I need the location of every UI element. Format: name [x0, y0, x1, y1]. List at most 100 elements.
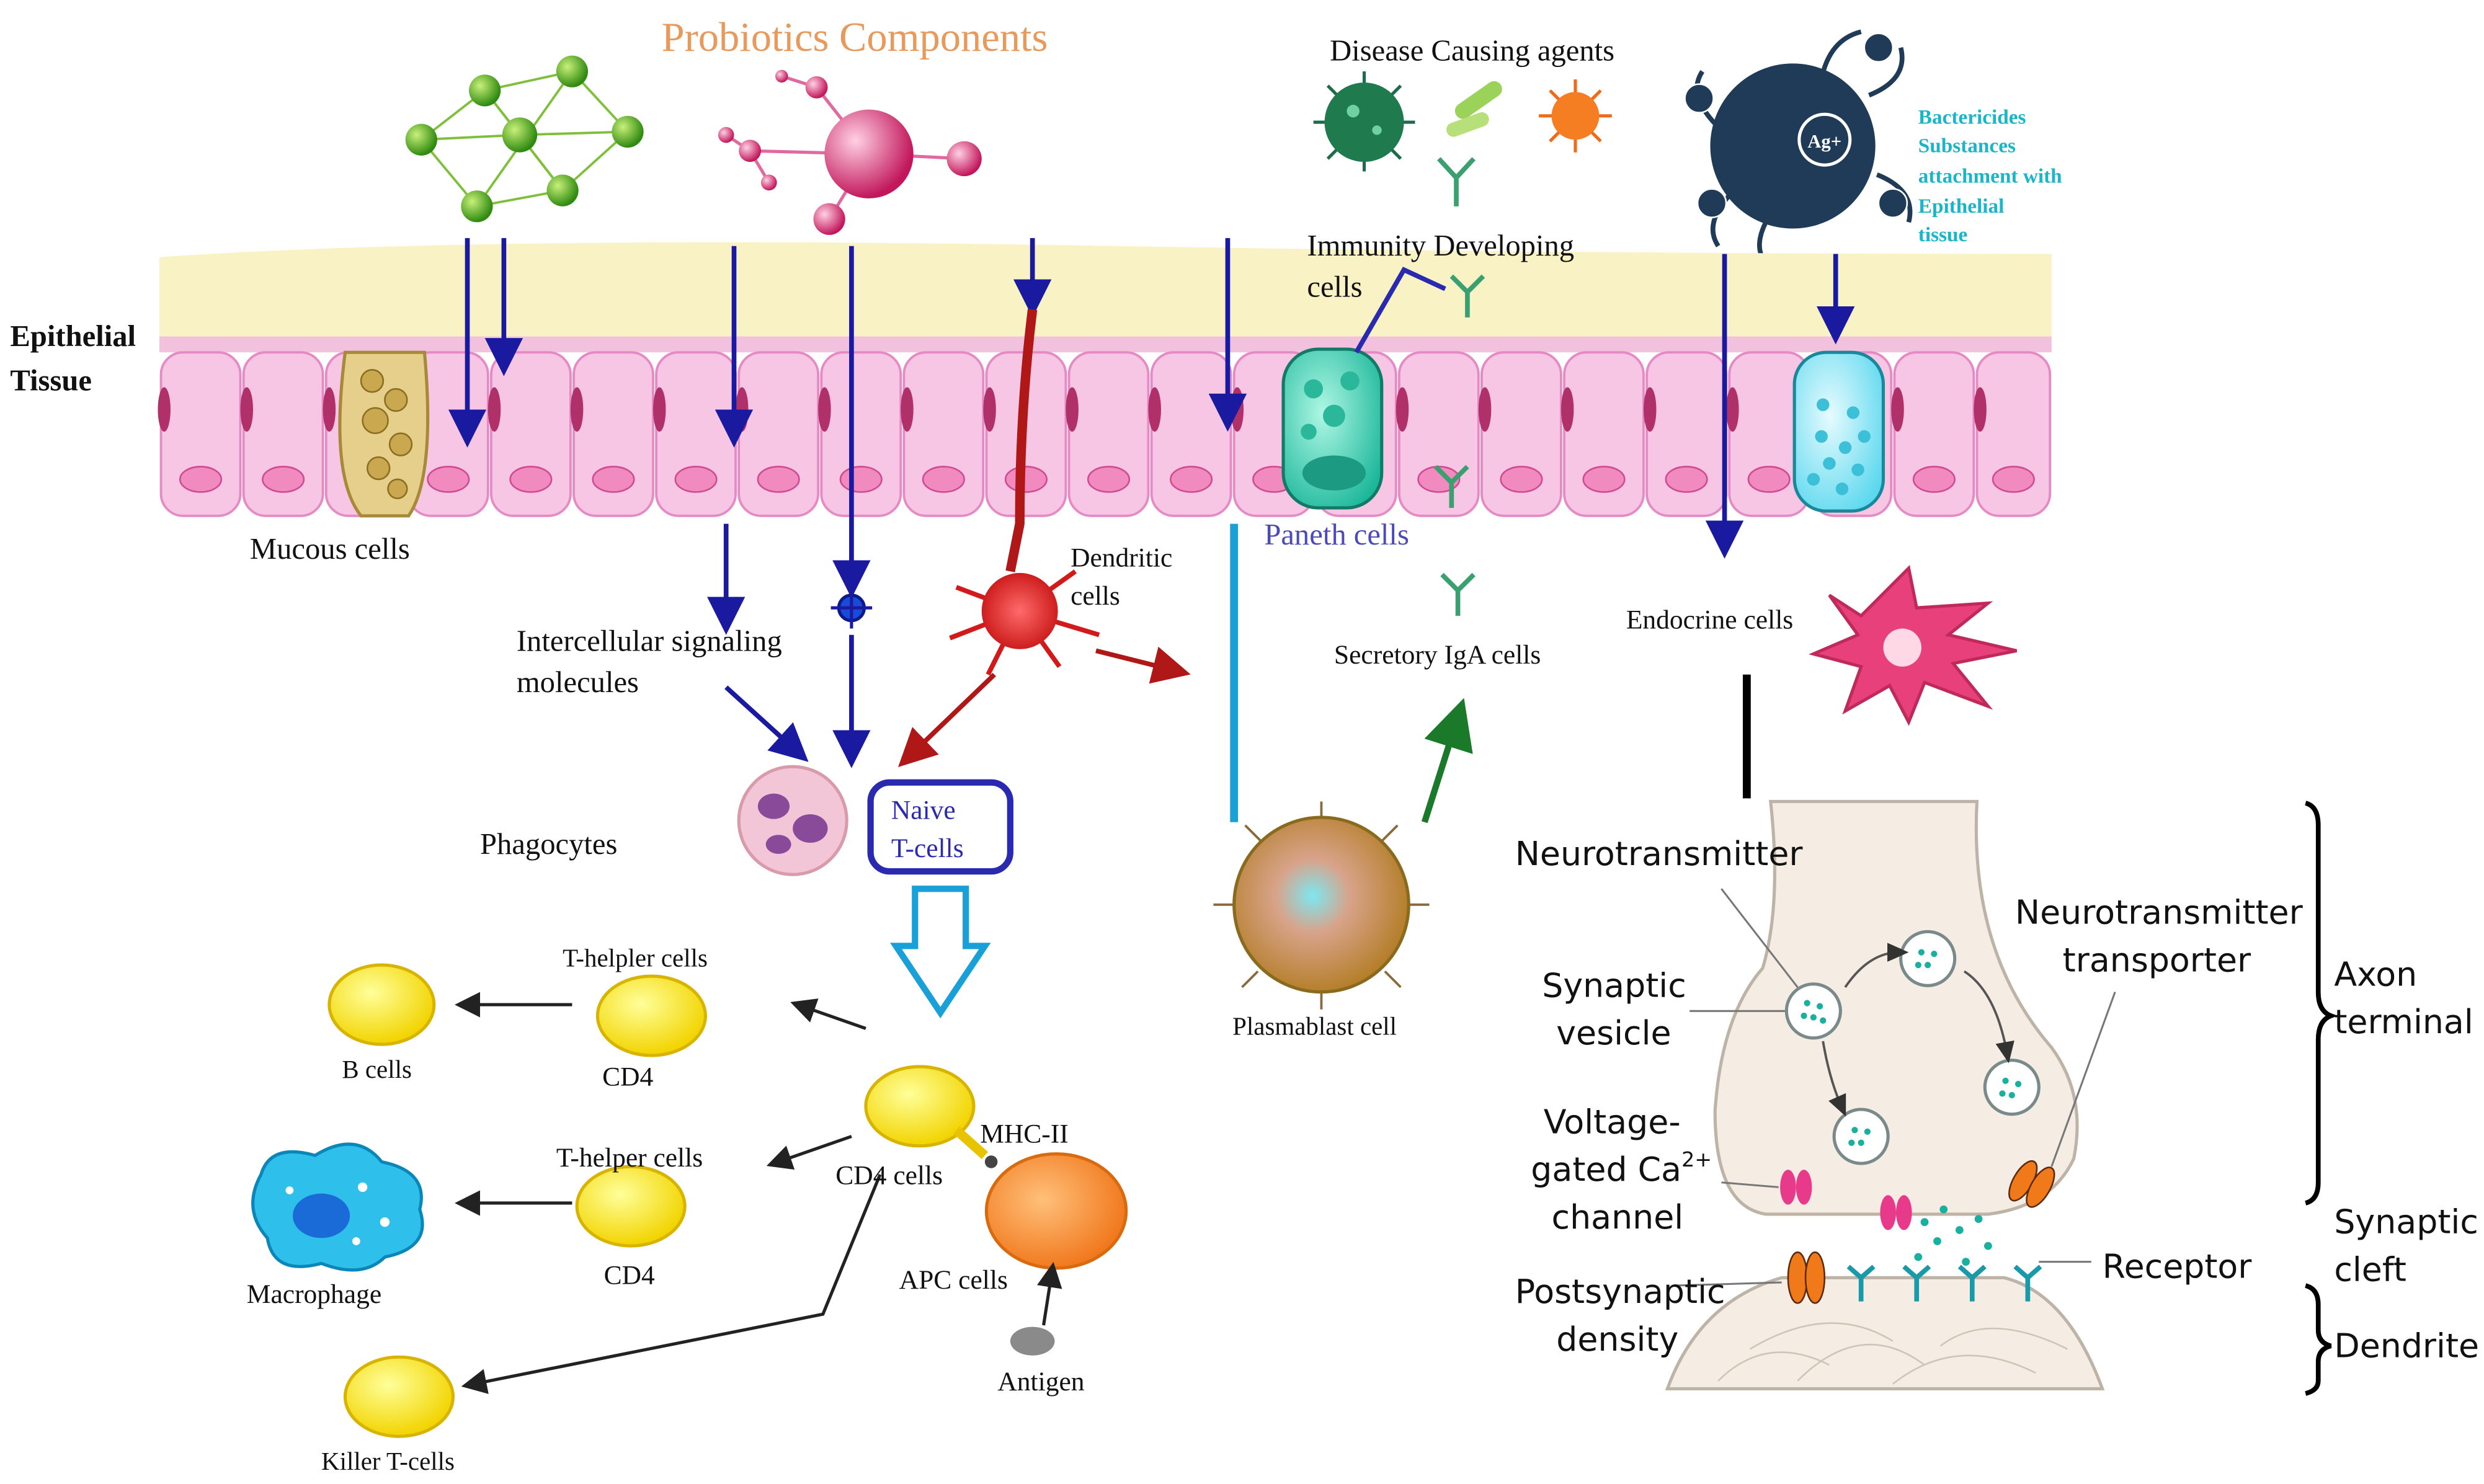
calcium-channel-icon: [1780, 1170, 1912, 1230]
tissue-label: Tissue: [10, 364, 92, 398]
cell-nucleus: [1500, 466, 1543, 493]
intercellular-label-line2: molecules: [517, 665, 639, 699]
cd4-label-2: CD4: [604, 1261, 655, 1291]
macrophage-label: Macrophage: [247, 1279, 381, 1309]
svg-text:tissue: tissue: [1918, 223, 1967, 246]
synaptic-vesicle-label: Synaptic: [1542, 966, 1686, 1005]
tight-junction: [1231, 387, 1244, 432]
tcells-label: T-cells: [891, 833, 964, 863]
diagram-title: Probiotics Components: [662, 15, 1048, 60]
yellow-cells: [327, 963, 976, 1438]
dendrite-label: Dendrite: [2334, 1326, 2479, 1365]
secretory-label: Secretory IgA cells: [1334, 640, 1541, 670]
cell-nucleus: [674, 466, 718, 493]
cleft-label: Synaptic: [2334, 1202, 2478, 1242]
mucous-label: Mucous cells: [250, 532, 410, 566]
apc-cell-icon: [984, 1152, 1128, 1270]
cell-nucleus: [1992, 466, 2035, 493]
antigen-icon: [1010, 1326, 1055, 1356]
secretory-iga-arrow: [1421, 698, 1473, 824]
paneth-cell-icon: [1281, 347, 1384, 510]
bactericides-label: Bactericides Substances attachment with …: [1918, 106, 2062, 246]
immunity-antibody-icon: [1434, 274, 1485, 616]
voltage-label: Voltage-: [1544, 1102, 1681, 1141]
ag-label: Ag+: [1807, 131, 1841, 152]
cell-nucleus: [1004, 466, 1048, 493]
mhc-label: MHC-II: [980, 1119, 1069, 1149]
probiotic-entry-arrows: [448, 238, 1855, 768]
t-helper-label-2: T-helper cells: [556, 1143, 703, 1173]
neurotransmitter-label: Neurotransmitter: [1515, 834, 1804, 873]
synaptic-vesicle-label-line2: vesicle: [1556, 1013, 1671, 1052]
mucous-cell-icon: [338, 350, 430, 518]
epithelial-label: Epithelial: [10, 319, 136, 353]
cell-nucleus: [1170, 466, 1213, 493]
transporter-label: Neurotransmitter: [2015, 893, 2304, 932]
killer-label: Killer T-cells: [321, 1447, 455, 1475]
synaptic-vesicles: [1784, 930, 2041, 1165]
dendritic-arrow-right: [1095, 646, 1191, 684]
brackets: [2305, 801, 2338, 1396]
tight-junction: [736, 387, 749, 432]
cell-nucleus: [592, 466, 635, 493]
green-molecule-network-icon: [405, 55, 644, 223]
virus-icon: [1313, 71, 1415, 172]
dendrite-shape: [1665, 1276, 2105, 1390]
axon-label: Axon: [2334, 954, 2417, 993]
cell-nucleus: [839, 466, 883, 493]
killer-t-cell-icon: [343, 1355, 455, 1438]
tight-junction: [1974, 387, 1987, 432]
dendritic-label: Dendritic: [1071, 543, 1172, 573]
b-cells-label: B cells: [342, 1055, 412, 1083]
svg-text:Bactericides: Bactericides: [1918, 106, 2026, 129]
tight-junction: [818, 387, 831, 432]
immune-flow-arrows: [455, 992, 1062, 1394]
cell-nucleus: [179, 466, 223, 493]
antigen-label: Antigen: [997, 1367, 1084, 1397]
cell-nucleus: [1665, 466, 1708, 493]
transporter-icon: [1787, 1160, 2055, 1304]
cell-nucleus: [1582, 466, 1626, 493]
tight-junction: [240, 387, 254, 432]
immunity-label-line2: cells: [1307, 270, 1362, 304]
silver-ion-bactericide-icon: Ag+: [1684, 29, 1913, 272]
tight-junction: [158, 387, 171, 432]
plasmablast-cell-icon: [1213, 801, 1430, 1010]
cd4-helper-cell-icon: [575, 1165, 687, 1248]
bacteria-icon: [1446, 81, 1502, 137]
cell-nucleus: [1087, 466, 1131, 493]
apc-label: APC cells: [899, 1265, 1008, 1295]
cell-nucleus: [757, 466, 800, 493]
cd4-cells-label: CD4 cells: [835, 1160, 943, 1190]
tight-junction: [1478, 387, 1492, 432]
tight-junction: [1891, 387, 1904, 432]
intercellular-label: Intercellular signaling: [517, 624, 782, 657]
dendritic-arrow-tcells: [898, 672, 996, 767]
mucus-layer: [159, 242, 2052, 353]
svg-text:Substances: Substances: [1918, 135, 2016, 158]
macrophage-icon: [251, 1142, 424, 1272]
b-cell-icon: [327, 963, 436, 1046]
receptor-icons: [1846, 1264, 2042, 1302]
immunity-connector: [1354, 267, 1446, 354]
epithelial-tissue: [158, 242, 2052, 518]
svg-text:Epithelial: Epithelial: [1918, 195, 2005, 218]
axon-terminal-shape: [1713, 799, 2079, 1216]
cell-nucleus: [262, 466, 305, 493]
cleft-label-line2: cleft: [2334, 1250, 2406, 1289]
tight-junction: [1396, 387, 1409, 432]
tight-junction: [1726, 387, 1739, 432]
text-layer: Probiotics Components Epithelial Tissue …: [10, 15, 2479, 1475]
naive-label: Naive: [891, 796, 956, 825]
svg-text:attachment with: attachment with: [1918, 164, 2062, 187]
dendritic-label-line2: cells: [1071, 581, 1120, 611]
tight-junction: [1560, 387, 1574, 432]
cd4-main-cell-icon: [864, 1065, 976, 1148]
cell-nucleus: [1912, 466, 1956, 493]
cell-nucleus: [922, 466, 965, 493]
star-signal-icon: [830, 587, 873, 629]
tight-junction: [652, 387, 666, 432]
postsynaptic-label: Postsynaptic: [1515, 1272, 1725, 1311]
tight-junction: [487, 387, 501, 432]
transporter-label-line2: transporter: [2063, 940, 2251, 979]
